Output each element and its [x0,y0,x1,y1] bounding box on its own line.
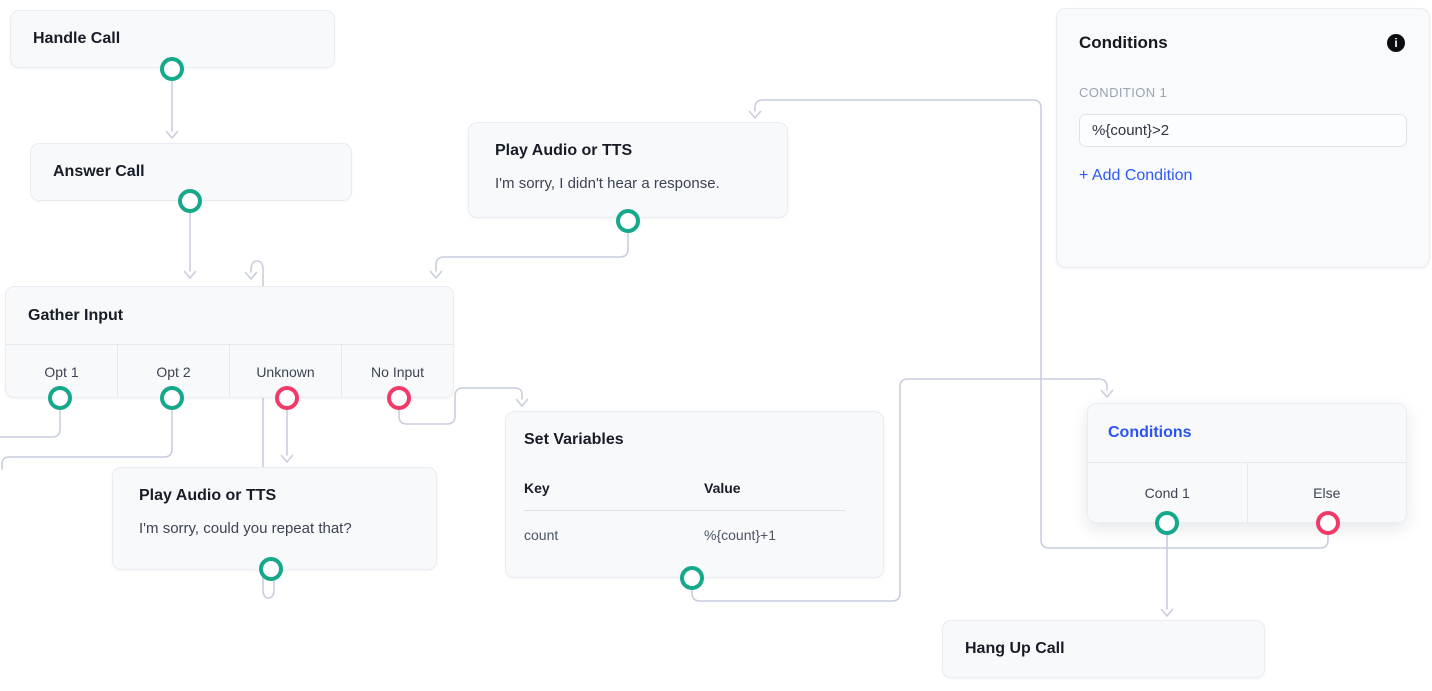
port-gather-no-input[interactable] [387,386,411,410]
variable-row: count %{count}+1 [524,527,861,543]
node-play-tts-repeat[interactable]: Play Audio or TTS I'm sorry, could you r… [112,467,437,570]
value-header: Value [704,480,741,496]
output-cond1[interactable]: Cond 1 [1088,463,1248,523]
condition-input[interactable] [1079,114,1407,147]
port-gather-unknown[interactable] [275,386,299,410]
panel-title: Conditions [1079,33,1168,52]
node-body: I'm sorry, could you repeat that? [139,520,352,537]
variable-key: count [524,527,559,543]
edge-ttsnoresp-to-gather [429,232,629,279]
output-opt2[interactable]: Opt 2 [118,345,230,398]
output-no-input[interactable]: No Input [371,363,424,380]
edge-noinput-to-setvars [398,387,529,425]
port-tts-no-response-output[interactable] [616,209,640,233]
node-title: Play Audio or TTS [139,487,277,504]
condition-label: CONDITION 1 [1079,85,1168,100]
node-title: Hang Up Call [965,640,1065,657]
add-condition-link[interactable]: + Add Condition [1079,167,1193,184]
edge-opt1-offscreen [0,409,61,438]
edge-ttsrepeat-loop-to-gather [244,260,275,599]
node-title: Gather Input [28,306,124,324]
node-title: Answer Call [53,163,145,180]
edge-handle-to-answer [165,80,179,139]
port-tts-repeat-output[interactable] [259,557,283,581]
edge-opt2-offscreen [1,409,173,470]
port-handle-call-output[interactable] [160,57,184,81]
edge-else-to-ttsnoresp [748,99,1329,549]
output-unknown[interactable]: Unknown [230,345,342,398]
node-title: Set Variables [524,431,624,448]
node-set-variables[interactable]: Set Variables Key Value count %{count}+1 [505,411,884,578]
port-gather-opt1[interactable] [48,386,72,410]
node-title: Play Audio or TTS [495,142,633,159]
node-title: Handle Call [33,30,121,47]
conditions-panel: Conditions i CONDITION 1 + Add Condition [1056,8,1430,268]
port-conditions-else[interactable] [1316,511,1340,535]
node-title: Conditions [1108,424,1192,441]
variable-value: %{count}+1 [704,527,777,543]
port-answer-call-output[interactable] [178,189,202,213]
node-conditions[interactable]: Conditions Cond 1 Else [1087,403,1407,523]
key-header: Key [524,480,550,496]
edge-setvars-to-conditions [691,378,1114,602]
output-opt1[interactable]: Opt 1 [6,345,118,398]
node-gather-input[interactable]: Gather Input Opt 1 Opt 2 Unknown No Inpu… [5,286,454,398]
port-set-variables-output[interactable] [680,566,704,590]
port-conditions-cond1[interactable] [1155,511,1179,535]
node-body: I'm sorry, I didn't hear a response. [495,175,720,192]
edge-cond1-to-hangup [1160,534,1174,617]
node-answer-call[interactable]: Answer Call [30,143,352,201]
output-else[interactable]: Else [1313,485,1341,501]
node-play-tts-no-response[interactable]: Play Audio or TTS I'm sorry, I didn't he… [468,122,788,218]
edge-unknown-to-ttsrepeat [280,409,294,463]
port-gather-opt2[interactable] [160,386,184,410]
divider [524,510,845,511]
node-hang-up-call[interactable]: Hang Up Call [942,620,1265,678]
edge-answer-to-gather [183,212,197,279]
info-icon[interactable]: i [1387,34,1405,52]
